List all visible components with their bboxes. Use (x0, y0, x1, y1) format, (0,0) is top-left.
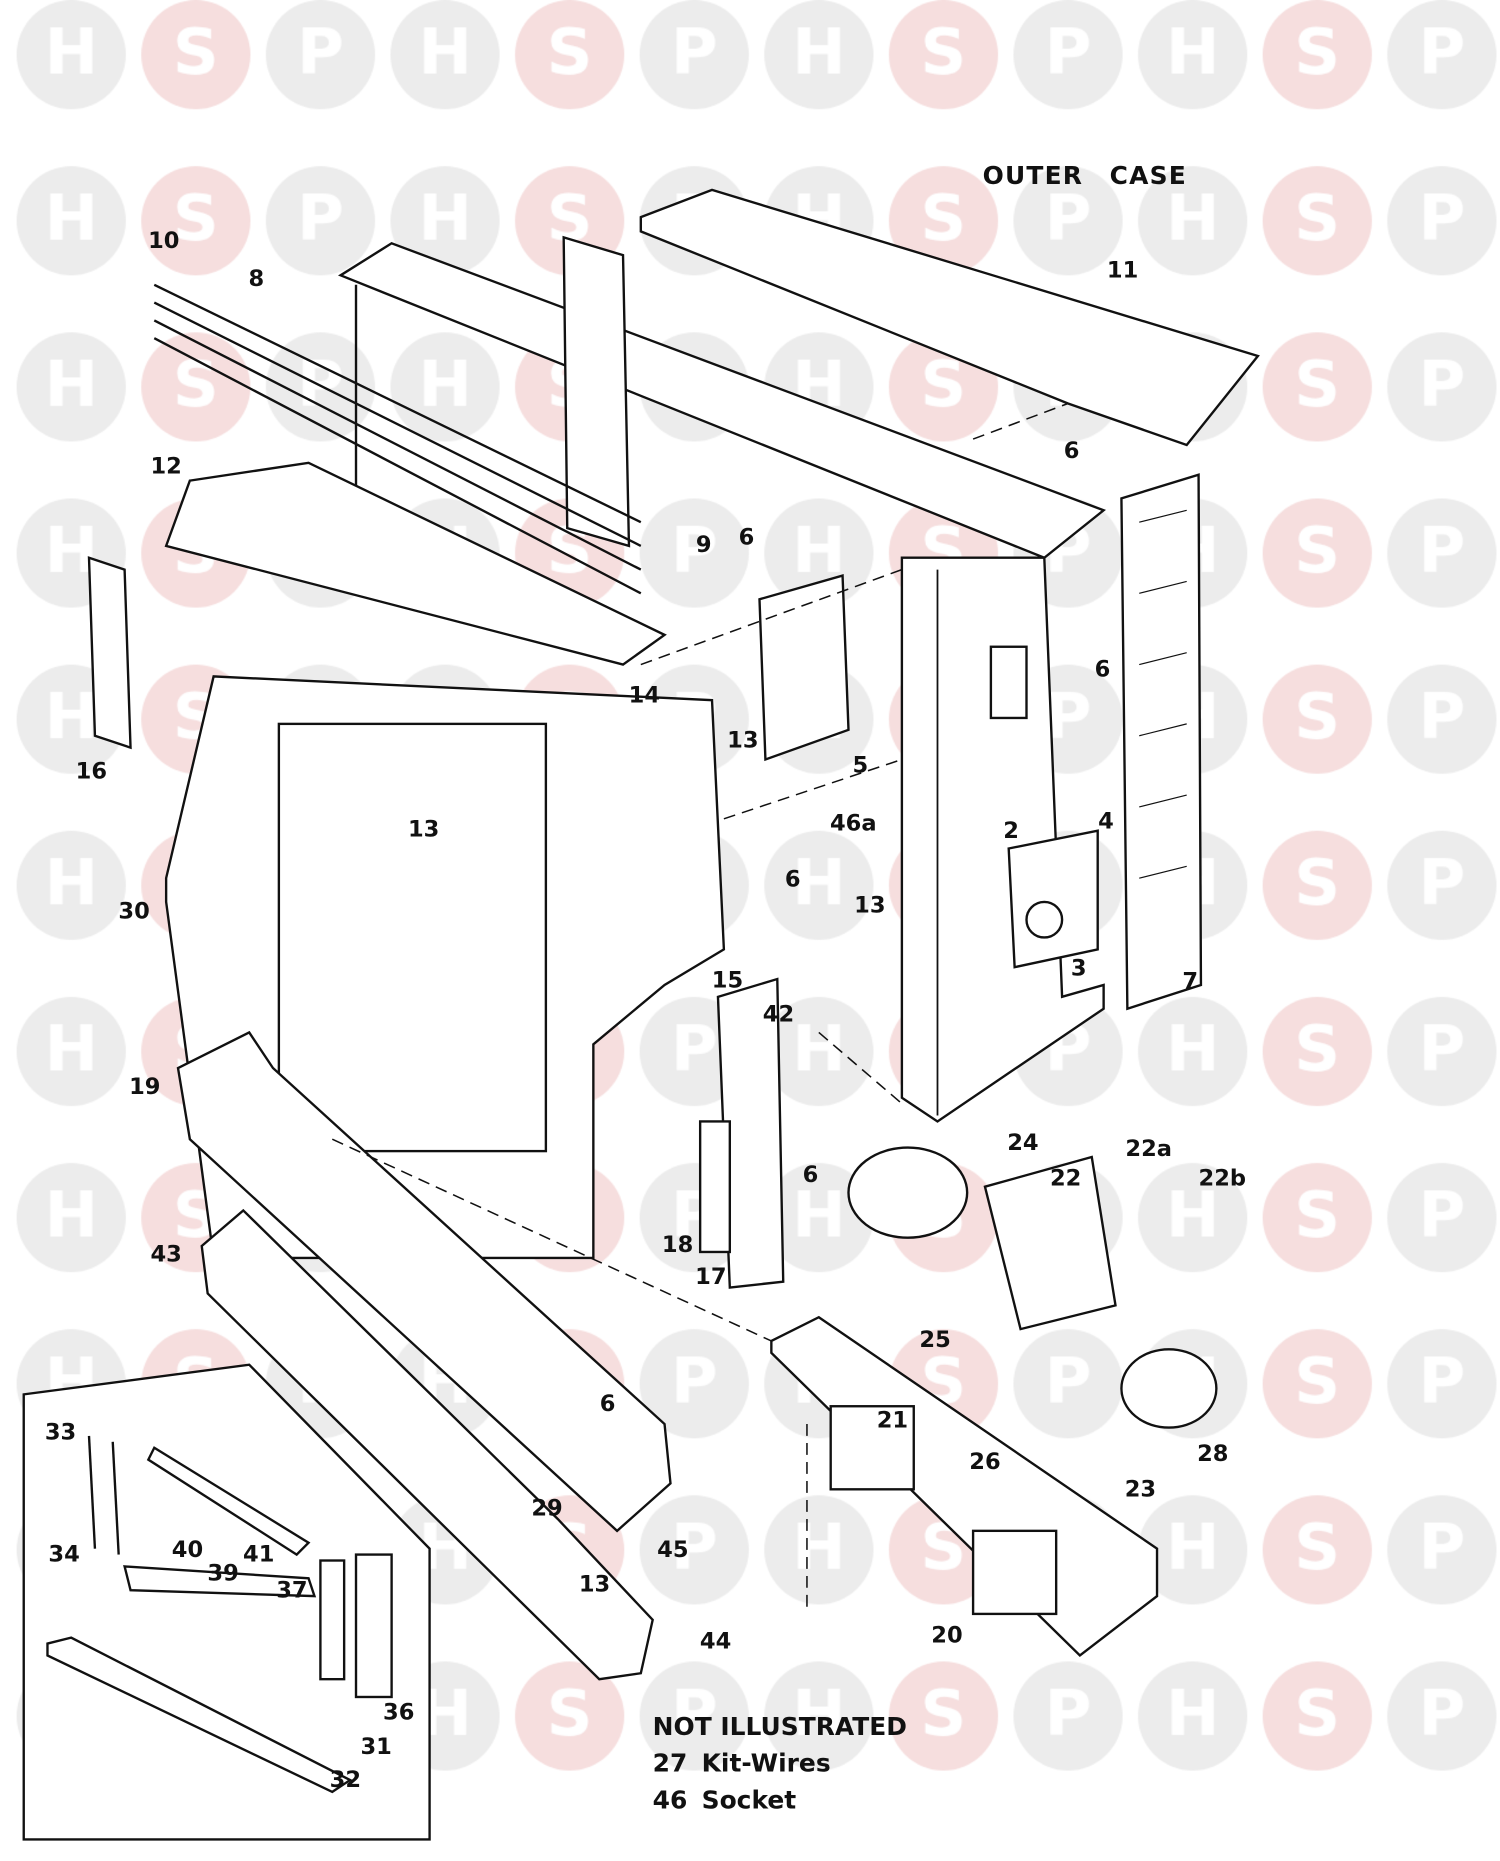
part-number: 27 (652, 1749, 688, 1778)
part-callout: 15 (711, 967, 744, 994)
part-callout: 39 (207, 1560, 239, 1587)
part-callout: 19 (129, 1073, 161, 1101)
diagram-title: OUTER CASE (982, 161, 1187, 190)
part-callout: 33 (44, 1419, 77, 1446)
part-callout: 6 (599, 1390, 616, 1417)
part-number: 46 (652, 1785, 688, 1815)
part-callout: 6 (1063, 437, 1080, 464)
part-callout: 14 (628, 682, 661, 709)
part-callout: 32 (329, 1766, 362, 1794)
part-callout: 16 (75, 758, 108, 785)
part-callout: 5 (852, 752, 869, 779)
not-illustrated-list: NOT ILLUSTRATED 27 Kit-Wires 46 Socket (653, 1709, 907, 1819)
part-callout: 6 (738, 524, 755, 551)
part-name: Socket (701, 1785, 797, 1815)
part-callout: 13 (854, 892, 886, 919)
part-callout: 36 (383, 1699, 415, 1726)
lamp-bulb (847, 1146, 969, 1239)
part-callout: 6 (784, 866, 801, 893)
top-panel (639, 188, 1260, 447)
part-callout: 28 (1197, 1440, 1229, 1467)
part-callout: 13 (407, 816, 440, 843)
part-callout: 34 (48, 1541, 80, 1568)
part-callout: 26 (969, 1448, 1001, 1476)
part-callout: 46a (829, 810, 877, 837)
part-name: Kit-Wires (701, 1749, 831, 1778)
part-callout: 21 (876, 1407, 909, 1434)
reflector-20 (770, 1315, 1159, 1658)
part-callout: 7 (1182, 968, 1199, 995)
part-callout: 41 (243, 1541, 275, 1568)
trim-43 (200, 1208, 654, 1681)
part-callout: 42 (762, 1001, 795, 1028)
trim-19 (176, 1030, 672, 1533)
part-callout: 2 (1003, 817, 1019, 844)
part-callout: 29 (531, 1495, 563, 1522)
part-callout: 37 (276, 1577, 308, 1604)
part-callout: 45 (657, 1536, 689, 1563)
case-top (337, 241, 1107, 560)
part-callout: 9 (695, 531, 712, 558)
part-callout: 13 (727, 727, 759, 754)
part-callout: 30 (118, 898, 150, 925)
part-callout: 22 (1049, 1165, 1082, 1192)
case-side (900, 556, 1105, 1123)
not-illustrated-item: 27 Kit-Wires (653, 1746, 907, 1783)
side-grille-7 (1120, 473, 1203, 1011)
part-callout: 44 (699, 1628, 732, 1655)
back-grille (562, 235, 631, 548)
side-trim-16 (87, 556, 132, 750)
not-illustrated-item: 46 Socket (653, 1782, 907, 1819)
inset-box (22, 1363, 431, 1841)
part-callout: 11 (1106, 257, 1139, 284)
part-callout: 20 (931, 1622, 963, 1649)
part-callout: 17 (695, 1263, 727, 1290)
part-callout: 25 (919, 1326, 951, 1353)
front-panel-12 (164, 461, 667, 666)
part-callout: 13 (578, 1571, 611, 1598)
part-callout: 43 (150, 1241, 182, 1268)
part-callout: 22b (1198, 1165, 1247, 1192)
part-callout: 4 (1098, 808, 1114, 835)
part-callout: 22a (1125, 1135, 1173, 1162)
part-callout: 31 (360, 1733, 392, 1760)
part-callout: 24 (1007, 1129, 1039, 1156)
part-callout: 3 (1070, 955, 1087, 982)
part-callout: 23 (1124, 1476, 1157, 1503)
part-callout: 12 (150, 453, 182, 480)
part-callout: 40 (171, 1536, 204, 1563)
part-callout: 6 (802, 1161, 819, 1188)
lamp-bulb (1120, 1348, 1218, 1429)
part-callout: 10 (148, 227, 180, 254)
part-callout: 8 (248, 265, 265, 292)
part-callout: 6 (1094, 656, 1111, 683)
not-illustrated-heading: NOT ILLUSTRATED (652, 1712, 907, 1741)
part-callout: 18 (661, 1231, 694, 1258)
